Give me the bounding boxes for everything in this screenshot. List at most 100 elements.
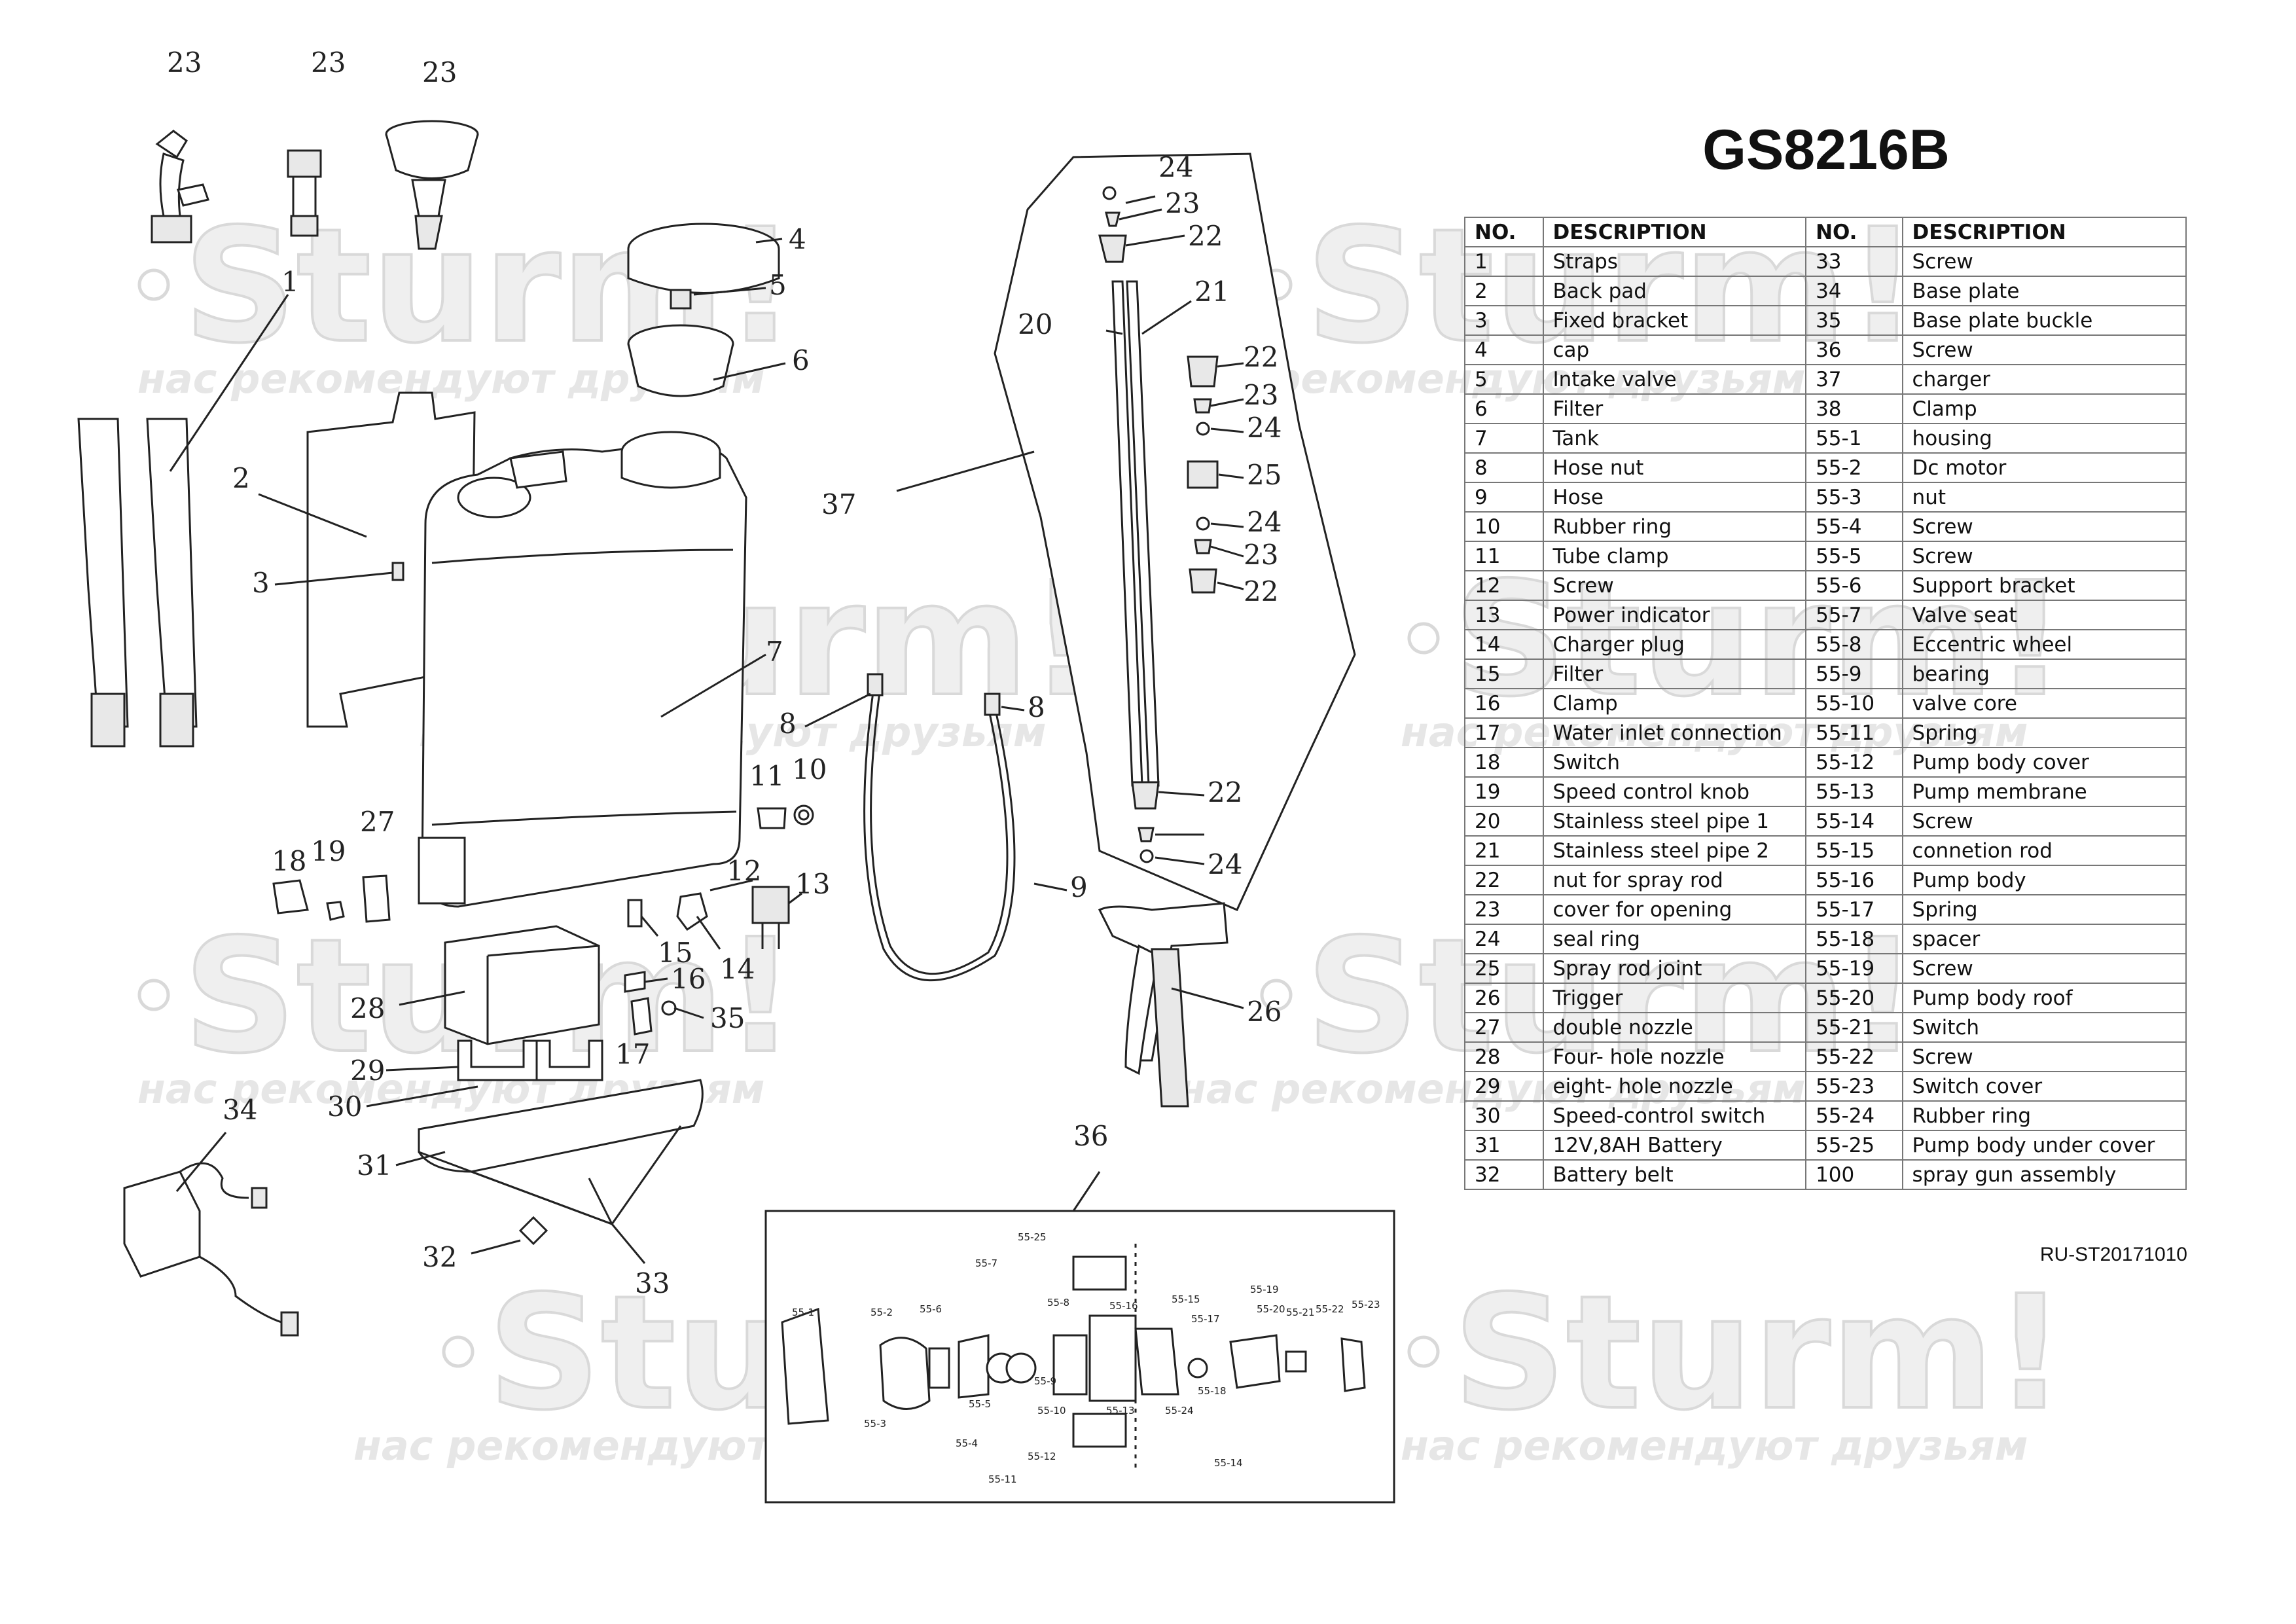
pump-callout-55-4: 55-4 xyxy=(956,1437,978,1449)
pump-callout-55-18: 55-18 xyxy=(1198,1385,1227,1397)
part-description-cell: Pump membrane xyxy=(1901,776,2187,807)
part-description-cell: Switch cover xyxy=(1901,1071,2187,1102)
callout-21: 21 xyxy=(1194,276,1229,308)
part-description-cell: valve core xyxy=(1901,688,2187,719)
part-description-cell: Dc motor xyxy=(1901,452,2187,483)
part-number-cell: 22 xyxy=(1464,865,1544,895)
part-description-cell: nut for spray rod xyxy=(1542,865,1807,895)
watermark-brand: Sturm! xyxy=(1453,1261,2066,1445)
part-description-cell: spacer xyxy=(1901,924,2187,954)
pump-callout-55-2: 55-2 xyxy=(870,1307,893,1318)
part-description-cell: Screw xyxy=(1901,246,2187,277)
part-number-cell: 29 xyxy=(1464,1071,1544,1102)
part-description-cell: Hose xyxy=(1542,482,1807,513)
pump-callout-55-6: 55-6 xyxy=(920,1303,942,1315)
part-number-cell: 28 xyxy=(1464,1041,1544,1072)
callout-36: 33 xyxy=(635,1267,670,1299)
part-number-cell: 55-2 xyxy=(1805,452,1903,483)
part-number-cell: 17 xyxy=(1464,717,1544,748)
part-description-cell: Hose nut xyxy=(1542,452,1807,483)
callout-28: 23 xyxy=(311,46,346,79)
part-description-cell: Intake valve xyxy=(1542,364,1807,395)
callout-17: 17 xyxy=(615,1038,650,1070)
part-description-cell: Screw xyxy=(1901,953,2187,984)
part-number-cell: 55-24 xyxy=(1805,1100,1903,1131)
part-number-cell: 19 xyxy=(1464,776,1544,807)
part-description-cell: Support bracket xyxy=(1901,570,2187,601)
callout-19: 19 xyxy=(311,835,346,867)
pump-callout-55-12: 55-12 xyxy=(1028,1451,1056,1462)
callout-37: 34 xyxy=(223,1094,257,1126)
part-number-cell: 8 xyxy=(1464,452,1544,483)
callout-16: 16 xyxy=(671,963,706,995)
part-number-cell: 35 xyxy=(1805,305,1903,336)
small-parts xyxy=(272,804,814,1036)
pump-callout-55-19: 55-19 xyxy=(1250,1284,1279,1295)
part-description-cell: Screw xyxy=(1901,806,2187,837)
part-number-cell: 25 xyxy=(1464,953,1544,984)
callout-26: 26 xyxy=(1247,996,1282,1028)
part-number-cell: 55-19 xyxy=(1805,953,1903,984)
charger xyxy=(123,1132,299,1337)
callout-32: 29 xyxy=(350,1055,385,1087)
watermark-slogan: нас рекомендуют друзьям xyxy=(1401,1422,2028,1470)
part-description-cell: Clamp xyxy=(1901,393,2187,424)
part-number-cell: 55-16 xyxy=(1805,865,1903,895)
pump-callout-55-1: 55-1 xyxy=(792,1307,814,1318)
part-number-cell: 55-23 xyxy=(1805,1071,1903,1102)
part-number-cell: 37 xyxy=(1805,364,1903,395)
callout-13: 13 xyxy=(795,868,830,900)
callout-5: 5 xyxy=(769,269,787,301)
callout-2: 2 xyxy=(232,462,250,494)
part-number-cell: 55-17 xyxy=(1805,894,1903,925)
part-description-cell: Water inlet connection xyxy=(1542,717,1807,748)
pump-callout-55-16: 55-16 xyxy=(1109,1300,1138,1312)
callout-15: 15 xyxy=(658,937,692,969)
pump-callout-55-15: 55-15 xyxy=(1172,1293,1200,1305)
part-number-cell: 13 xyxy=(1464,600,1544,630)
part-description-cell: bearing xyxy=(1901,659,2187,689)
part-description-cell: Speed control knob xyxy=(1542,776,1807,807)
column-header: DESCRIPTION xyxy=(1901,217,2187,247)
part-number-cell: 55-12 xyxy=(1805,747,1903,778)
part-description-cell: spray gun assembly xyxy=(1901,1159,2187,1190)
pump-callout-labels: 55-1 55-2 55-3 55-4 55-5 55-6 55-7 55-8 … xyxy=(792,1231,1380,1485)
pump-callout-55-24: 55-24 xyxy=(1165,1405,1194,1416)
part-number-cell: 23 xyxy=(1464,894,1544,925)
straps xyxy=(77,294,289,748)
part-description-cell: Speed-control switch xyxy=(1542,1100,1807,1131)
part-description-cell: charger xyxy=(1901,364,2187,395)
callout-100: 37 xyxy=(821,488,856,520)
part-description-cell: Rubber ring xyxy=(1901,1100,2187,1131)
part-description-cell: Filter xyxy=(1542,659,1807,689)
table-header-row: NO. DESCRIPTION NO. DESCRIPTION xyxy=(1464,217,2187,247)
document-code: RU-ST20171010 xyxy=(2039,1244,2187,1265)
part-number-cell: 55-13 xyxy=(1805,776,1903,807)
callout-38: 35 xyxy=(710,1002,745,1034)
callout-23: 23 xyxy=(1244,539,1278,571)
part-number-cell: 1 xyxy=(1464,246,1544,277)
tank xyxy=(418,223,786,908)
part-number-cell: 100 xyxy=(1805,1159,1903,1190)
part-number-cell: 55-22 xyxy=(1805,1041,1903,1072)
part-description-cell: Rubber ring xyxy=(1542,511,1807,542)
part-description-cell: Spray rod joint xyxy=(1542,953,1807,984)
nozzles xyxy=(151,120,479,250)
part-number-cell: 2 xyxy=(1464,276,1544,306)
part-number-cell: 55-25 xyxy=(1805,1130,1903,1161)
